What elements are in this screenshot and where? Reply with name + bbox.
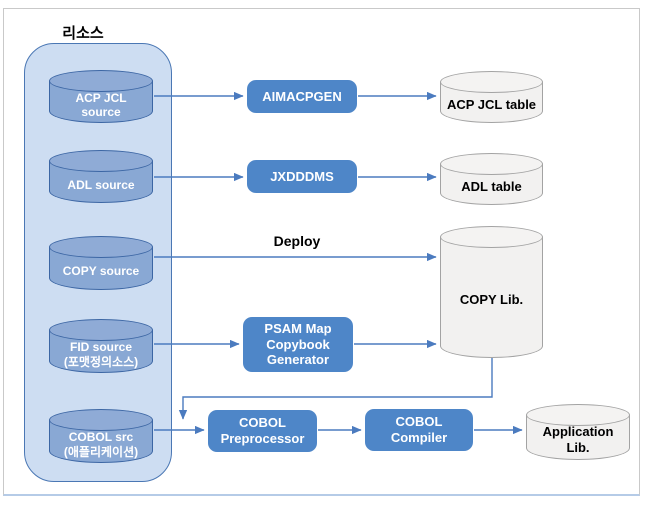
process-label: PSAM Map Copybook Generator [264,321,332,368]
process-jxdddms: JXDDDMS [247,160,357,193]
process-label: COBOL Preprocessor [220,415,305,446]
cylinder-top-ellipse [49,70,153,92]
cylinder-fid-source: FID source (포맷정의소스) [49,319,153,373]
cylinder-top-ellipse [49,150,153,172]
process-label: JXDDDMS [270,168,334,184]
cylinder-label: ADL table [461,179,522,195]
cylinder-top-ellipse [440,153,543,175]
cylinder-label: FID source (포맷정의소스) [63,340,139,369]
resources-group-title: 리소스 [62,25,104,42]
cylinder-top-ellipse [440,71,543,93]
cylinder-top-ellipse [440,226,543,248]
process-label: COBOL Compiler [390,414,448,445]
cylinder-label: COBOL src (애플리케이션) [63,430,139,459]
cylinder-adl-source: ADL source [49,150,153,203]
arrow-copy-lib-to-cobol-preprocessor [178,358,493,420]
cylinder-copy-lib: COPY Lib. [440,226,543,358]
cylinder-top-ellipse [49,319,153,341]
cylinder-label: ADL source [67,177,135,192]
cylinder-adl-table: ADL table [440,153,543,205]
cylinder-copy-source: COPY source [49,236,153,290]
cylinder-label: ACP JCL source [75,90,127,119]
cylinder-cobol-src: COBOL src (애플리케이션) [49,409,153,463]
cylinder-label: ACP JCL table [446,97,537,113]
cylinder-top-ellipse [49,409,153,431]
cylinder-acp-jcl-table: ACP JCL table [440,71,543,123]
cylinder-application-lib: Application Lib. [526,404,630,460]
cylinder-label: Application Lib. [542,424,614,455]
cylinder-label: COPY Lib. [459,292,524,308]
cylinder-acp-jcl-source: ACP JCL source [49,70,153,123]
process-label: AIMACPGEN [262,88,342,104]
cylinder-top-ellipse [526,404,630,426]
deploy-arrow-label: Deploy [273,233,321,249]
cylinder-label: COPY source [62,264,140,279]
cylinder-top-ellipse [49,236,153,258]
process-aimacpgen: AIMACPGEN [247,80,357,113]
page-frame [3,8,640,496]
process-cobol-preprocessor: COBOL Preprocessor [208,410,317,452]
process-psam-map-copybook-generator: PSAM Map Copybook Generator [243,317,353,372]
process-cobol-compiler: COBOL Compiler [365,409,473,451]
cylinder-body: COPY Lib. [440,237,543,358]
